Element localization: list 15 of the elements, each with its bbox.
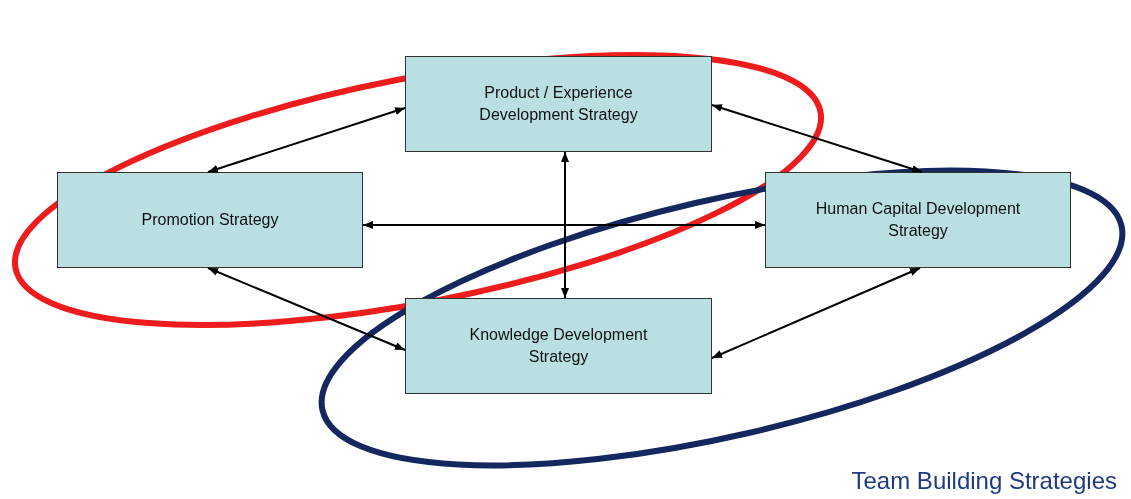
strategy-box xyxy=(405,56,712,152)
double-arrow xyxy=(561,151,569,299)
strategy-box xyxy=(405,298,712,394)
strategy-box xyxy=(765,172,1071,268)
strategy-box xyxy=(57,172,363,268)
double-arrow xyxy=(207,107,406,173)
double-arrow xyxy=(711,104,923,173)
double-arrow xyxy=(362,221,766,229)
caption: Team Building Strategies xyxy=(851,467,1117,495)
double-arrow xyxy=(207,267,406,351)
double-arrow xyxy=(711,267,921,359)
strategy-label: Promotion Strategy xyxy=(140,209,280,230)
strategy-label: Product / Experience Development Strategy xyxy=(478,82,639,125)
strategy-label: Knowledge Development Strategy xyxy=(468,324,649,367)
strategy-label: Human Capital Development Strategy xyxy=(814,198,1022,241)
